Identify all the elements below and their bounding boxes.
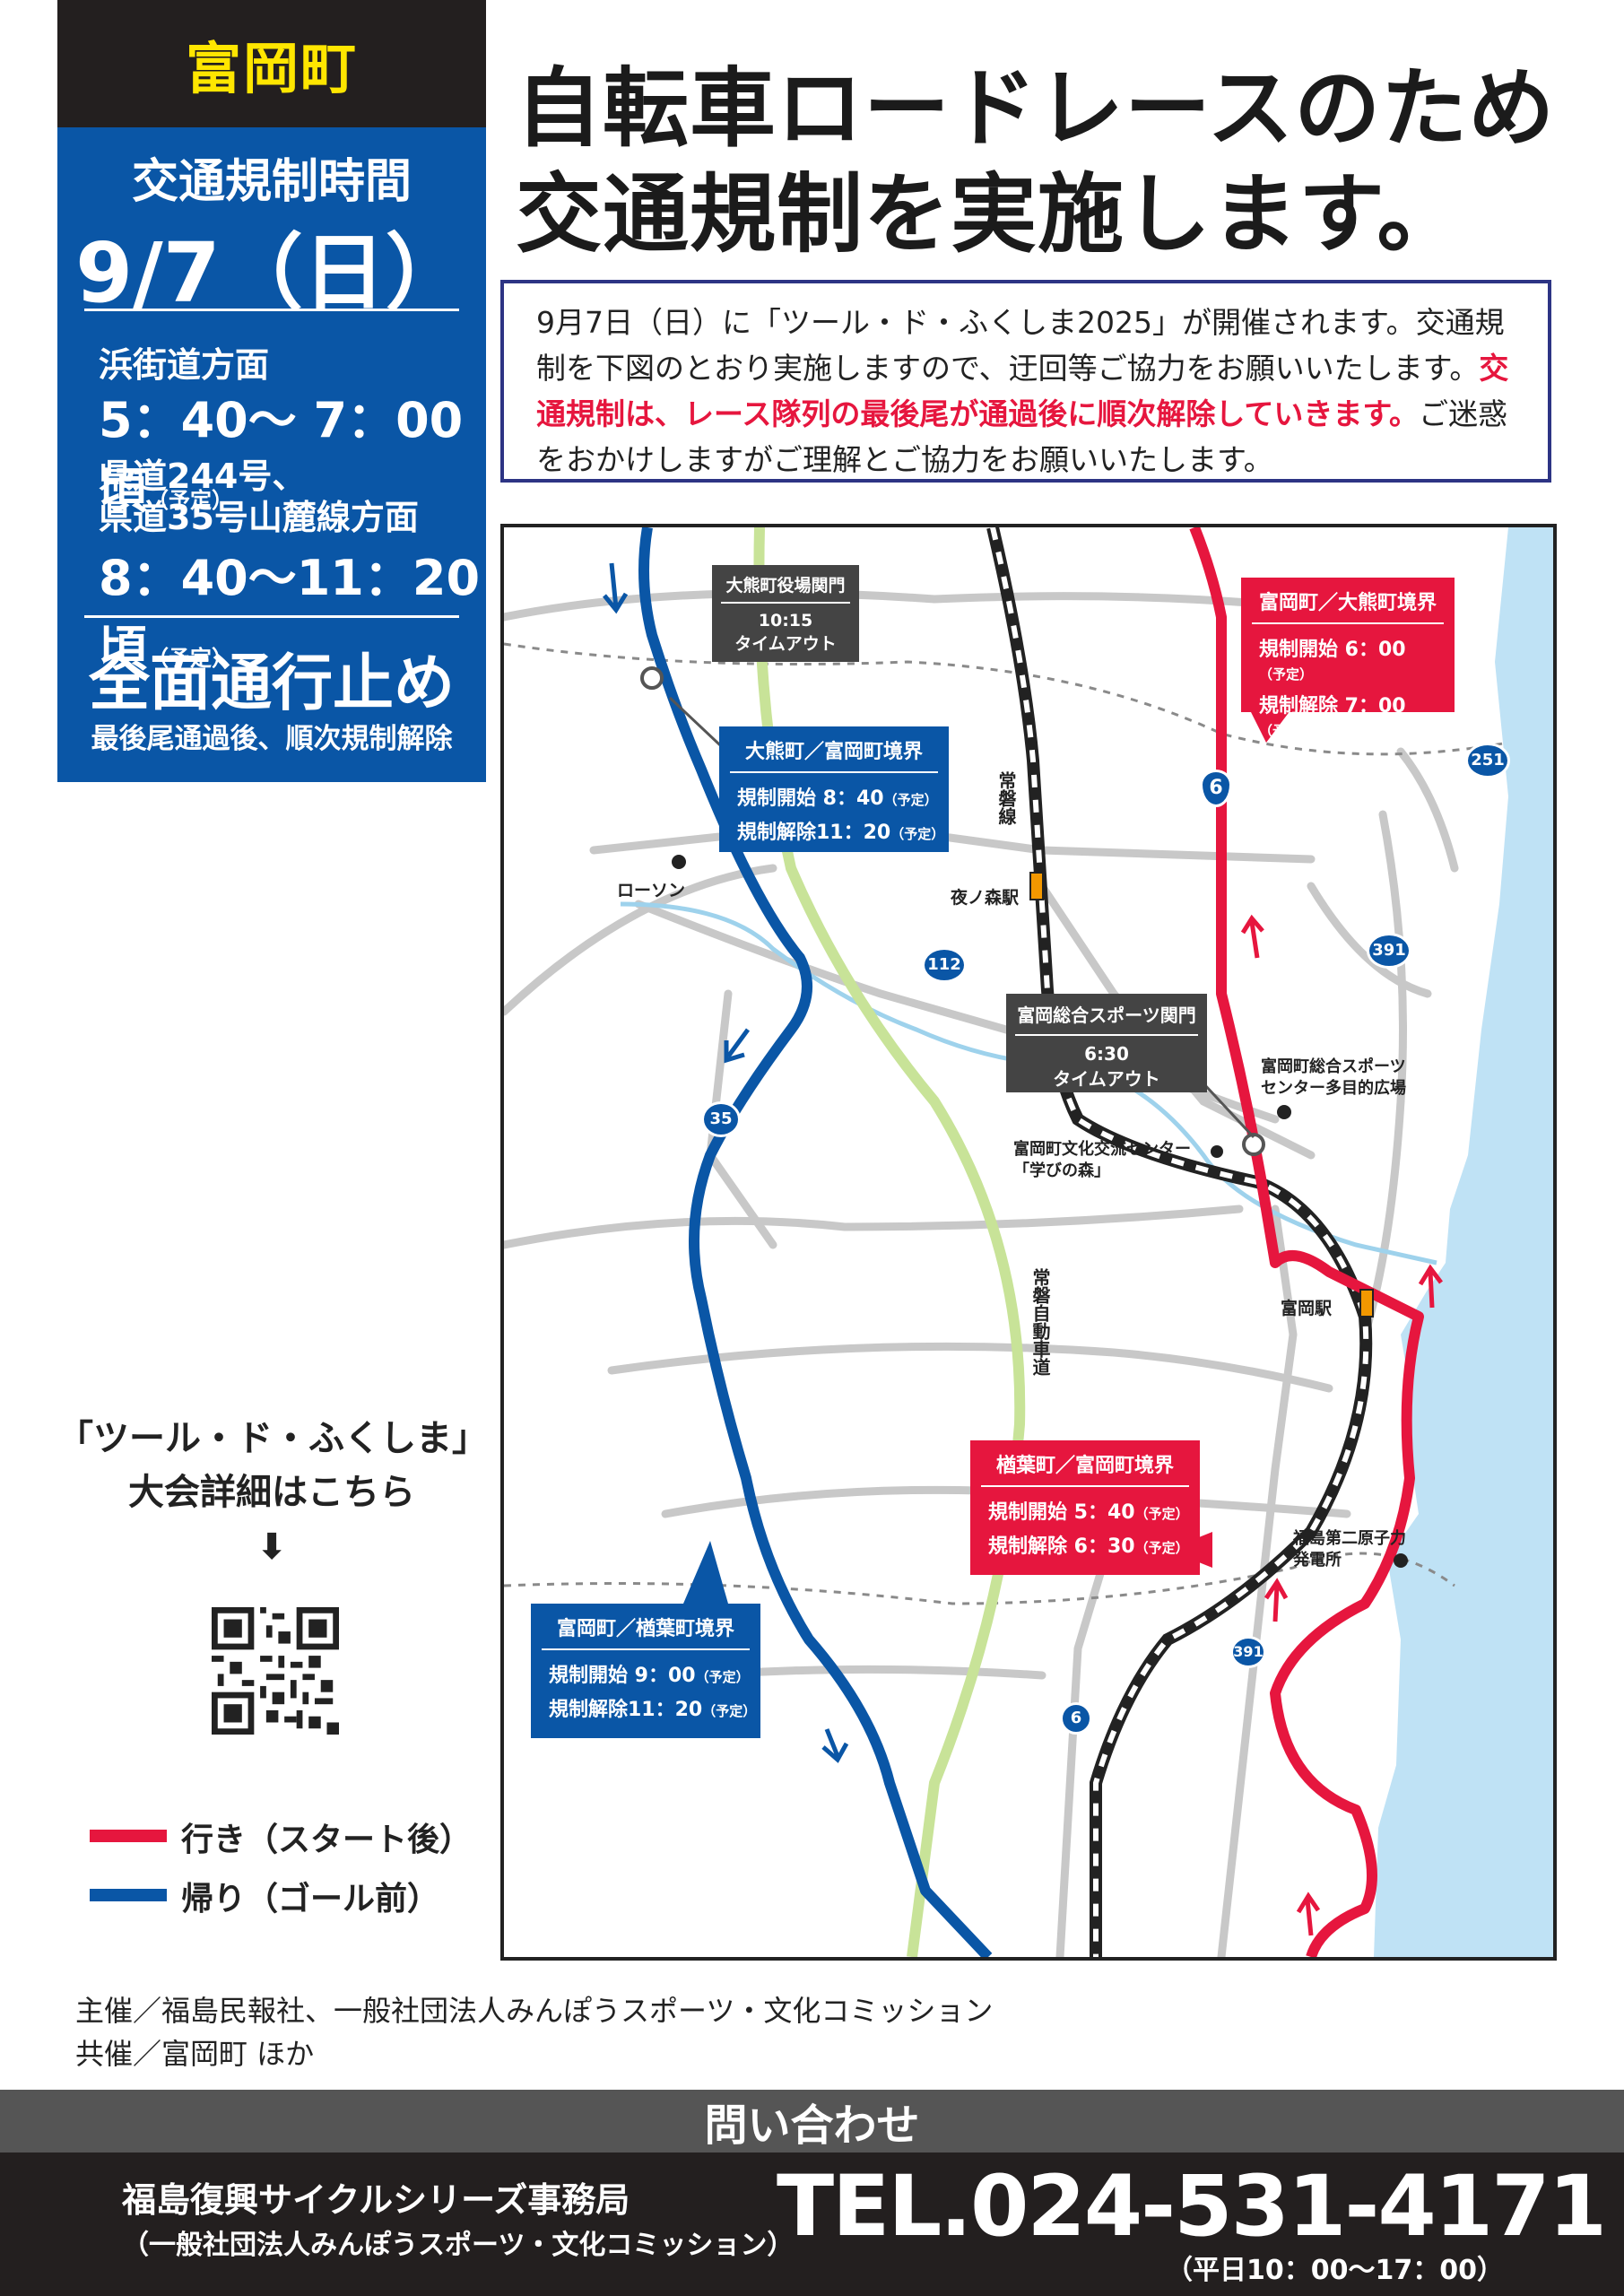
- place-joban-expressway: 常磐自動車道: [1029, 1268, 1051, 1376]
- route-shield-391: 391: [1367, 933, 1411, 969]
- regulation-time-panel: 交通規制時間 9/7（日） 浜街道方面 5：40～ 7：00頃（予定） 県道24…: [57, 127, 486, 782]
- place-sports-center: 富岡町総合スポーツ センター多目的広場: [1261, 1057, 1406, 1098]
- place-culture-center: 富岡町文化交流センター 「学びの森」: [1013, 1140, 1191, 1180]
- place-lawson: ローソン: [617, 881, 686, 900]
- place-yonomori-station: 夜ノ森駅: [951, 888, 1020, 908]
- area-name: 県道244号、 県道35号山麓線方面: [99, 457, 419, 537]
- area-name: 浜街道方面: [99, 345, 270, 385]
- qr-code-icon[interactable]: [212, 1607, 339, 1735]
- route-shield-112: 112: [922, 947, 967, 983]
- route-shield-251: 251: [1465, 743, 1510, 778]
- intro-text-highlight: 交通規制は、レース隊列の最後尾が通過後に順次解除していきます。: [536, 351, 1509, 431]
- contact-org-sub: （一般社団法人みんぽうスポーツ・文化コミッション）: [122, 2230, 795, 2261]
- divider: [84, 615, 459, 618]
- boundary-tomioka-okuma: 富岡町／大熊町境界 規制開始 6：00（予定） 規制解除 7：00（予定）: [1241, 578, 1455, 739]
- boundary-okuma-tomioka: 大熊町／富岡町境界 規制開始 8：40（予定） 規制解除11：20（予定）: [719, 726, 949, 852]
- place-joban-line: 常磐線: [995, 771, 1017, 825]
- intro-text: 9月7日（日）に「ツール・ド・ふくしま2025」が開催されます。交通規制を下図の…: [536, 305, 1505, 386]
- legend-label-return: 帰り（ゴール前）: [181, 1881, 440, 1918]
- route-shield-6: 6: [1060, 1702, 1092, 1735]
- qr-caption: 「ツール・ド・ふくしま」 大会詳細はこちら: [57, 1418, 488, 1513]
- area-time: 8：40～11：20頃（予定）: [99, 550, 481, 677]
- boundary-naraha-tomioka: 楢葉町／富岡町境界 規制開始 5：40（予定） 規制解除 6：30（予定）: [970, 1440, 1200, 1575]
- contact-hours: （平日10：00～17：00）: [1166, 2255, 1504, 2286]
- divider: [84, 309, 459, 311]
- town-name: 富岡町: [185, 36, 358, 101]
- contact-phone[interactable]: TEL.024-531-4171: [777, 2158, 1607, 2256]
- sea: [1374, 527, 1553, 1957]
- place-tomioka-station: 富岡駅: [1281, 1299, 1333, 1318]
- regulation-heading: 交通規制時間: [131, 155, 412, 209]
- boundary-tomioka-naraha: 富岡町／楢葉町境界 規制開始 9：00（予定） 規制解除11：20（予定）: [531, 1604, 760, 1738]
- down-arrow-icon: ⬇: [256, 1526, 287, 1568]
- contact-footer: 福島復興サイクルシリーズ事務局 （一般社団法人みんぽうスポーツ・文化コミッション…: [0, 2152, 1624, 2296]
- closure-title: 全面通行止め: [88, 648, 455, 719]
- okuma-checkpoint-marker: [640, 666, 664, 690]
- place-nuclear-plant: 福島第二原子力 発電所: [1293, 1529, 1406, 1570]
- outbound-route: [1189, 527, 1424, 1957]
- route-map: 6 251 391 112 35 391 6 大熊町役場関門 10:15 タイム…: [500, 524, 1557, 1961]
- route-shield-391: 391: [1230, 1636, 1266, 1668]
- organizers: 主催／福島民報社、一般社団法人みんぽうスポーツ・文化コミッション 共催／富岡町 …: [75, 1994, 994, 2071]
- contact-heading: 問い合わせ: [704, 2100, 920, 2151]
- legend-swatch-outbound: [90, 1830, 167, 1842]
- route-shield-6: 6: [1200, 770, 1232, 807]
- contact-heading-bar: 問い合わせ: [0, 2090, 1624, 2152]
- intro-text: ご迷惑をおかけしますがご理解とご協力をお願いいたします。: [536, 396, 1508, 477]
- regulation-date: 9/7（日）: [75, 225, 468, 321]
- legend-swatch-return: [90, 1889, 167, 1901]
- tomioka-checkpoint-marker: [1242, 1133, 1265, 1156]
- main-title: 自転車ロードレースのため 交通規制を実施します。: [516, 58, 1556, 265]
- contact-org-name: 福島復興サイクルシリーズ事務局: [122, 2180, 630, 2220]
- closure-note: 最後尾通過後、順次規制解除: [91, 723, 453, 755]
- legend-label-outbound: 行き（スタート後）: [181, 1822, 473, 1858]
- okuma-checkpoint-box: 大熊町役場関門 10:15 タイムアウト: [712, 565, 859, 662]
- town-header: 富岡町: [57, 0, 486, 127]
- route-shield-35: 35: [701, 1101, 741, 1137]
- area-time: 5：40～ 7：00頃（予定）: [99, 392, 464, 519]
- tomioka-checkpoint-box: 富岡総合スポーツ関門 6:30 タイムアウト: [1006, 994, 1207, 1092]
- intro-box: 9月7日（日）に「ツール・ド・ふくしま2025」が開催されます。交通規制を下図の…: [500, 280, 1551, 483]
